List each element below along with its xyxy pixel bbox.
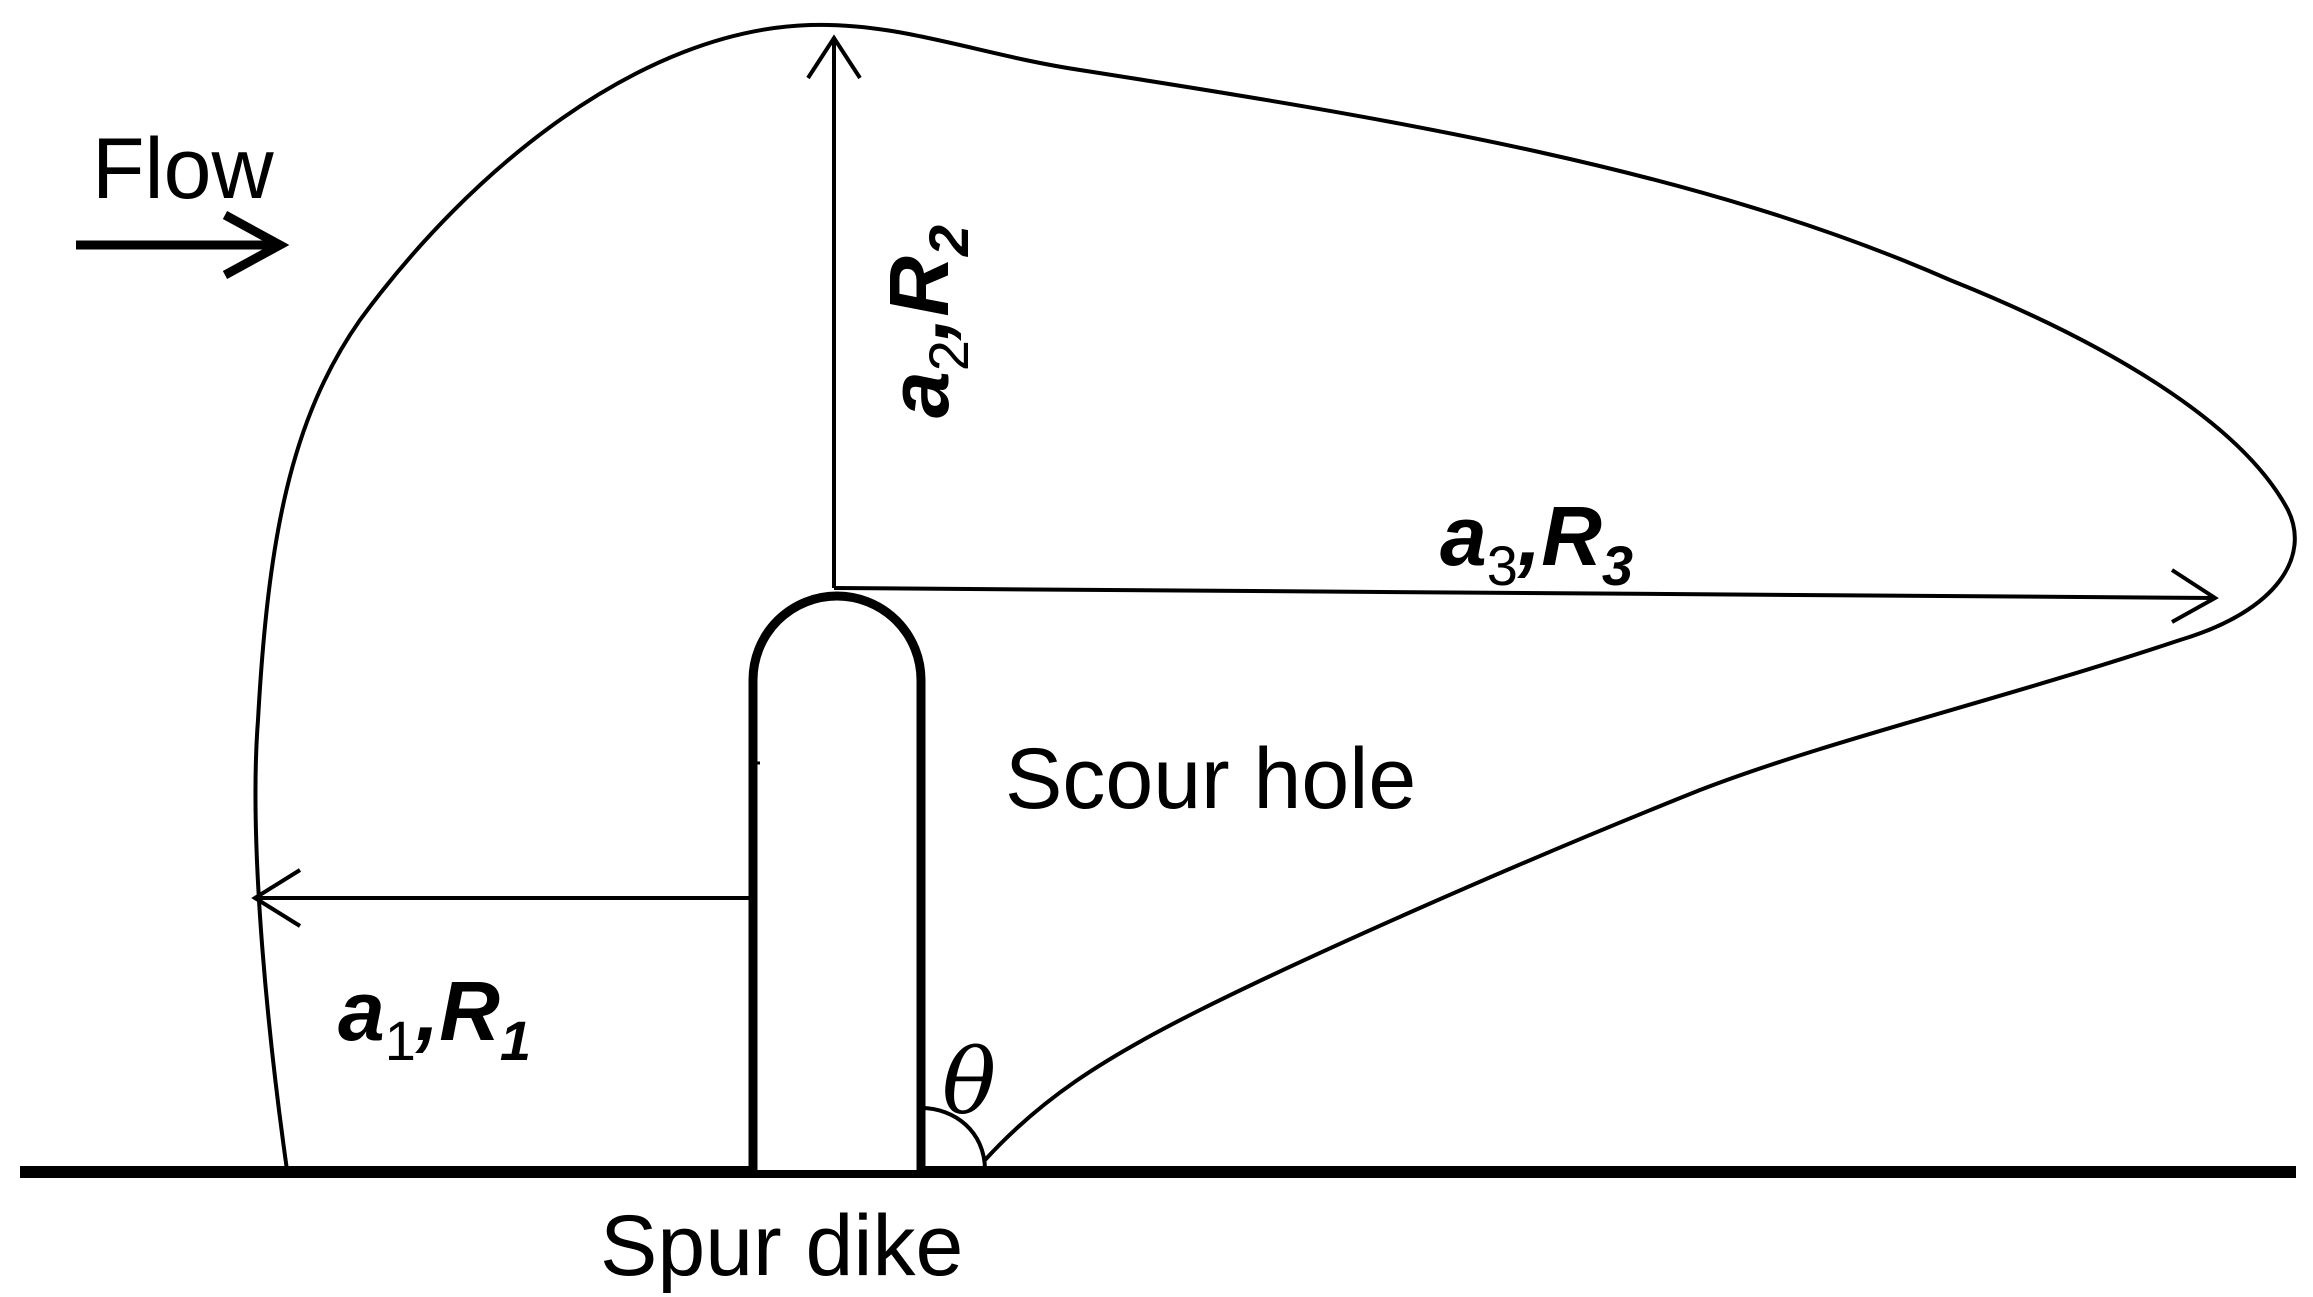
scour-hole-outline — [253, 22, 2297, 1171]
dimension-label-a2-r2: a2,R2 — [872, 225, 980, 418]
spur-dike-label: Spur dike — [600, 1198, 963, 1294]
flow-arrow-head — [222, 211, 290, 279]
dimension-line-a3 — [833, 586, 2216, 600]
arrowhead-a2 — [806, 34, 862, 80]
arrowhead-a3 — [2170, 568, 2219, 624]
spur-dike-shape — [748, 591, 926, 1170]
scour-hole-label: Scour hole — [1005, 731, 1416, 827]
dimension-label-a1-r1: a1,R1 — [338, 964, 531, 1072]
flow-label: Flow — [92, 121, 274, 217]
dimension-label-a3-r3: a3,R3 — [1440, 489, 1633, 597]
theta-arc — [920, 1106, 987, 1171]
theta-label: θ — [942, 1030, 996, 1135]
arrowhead-a1 — [251, 868, 302, 928]
